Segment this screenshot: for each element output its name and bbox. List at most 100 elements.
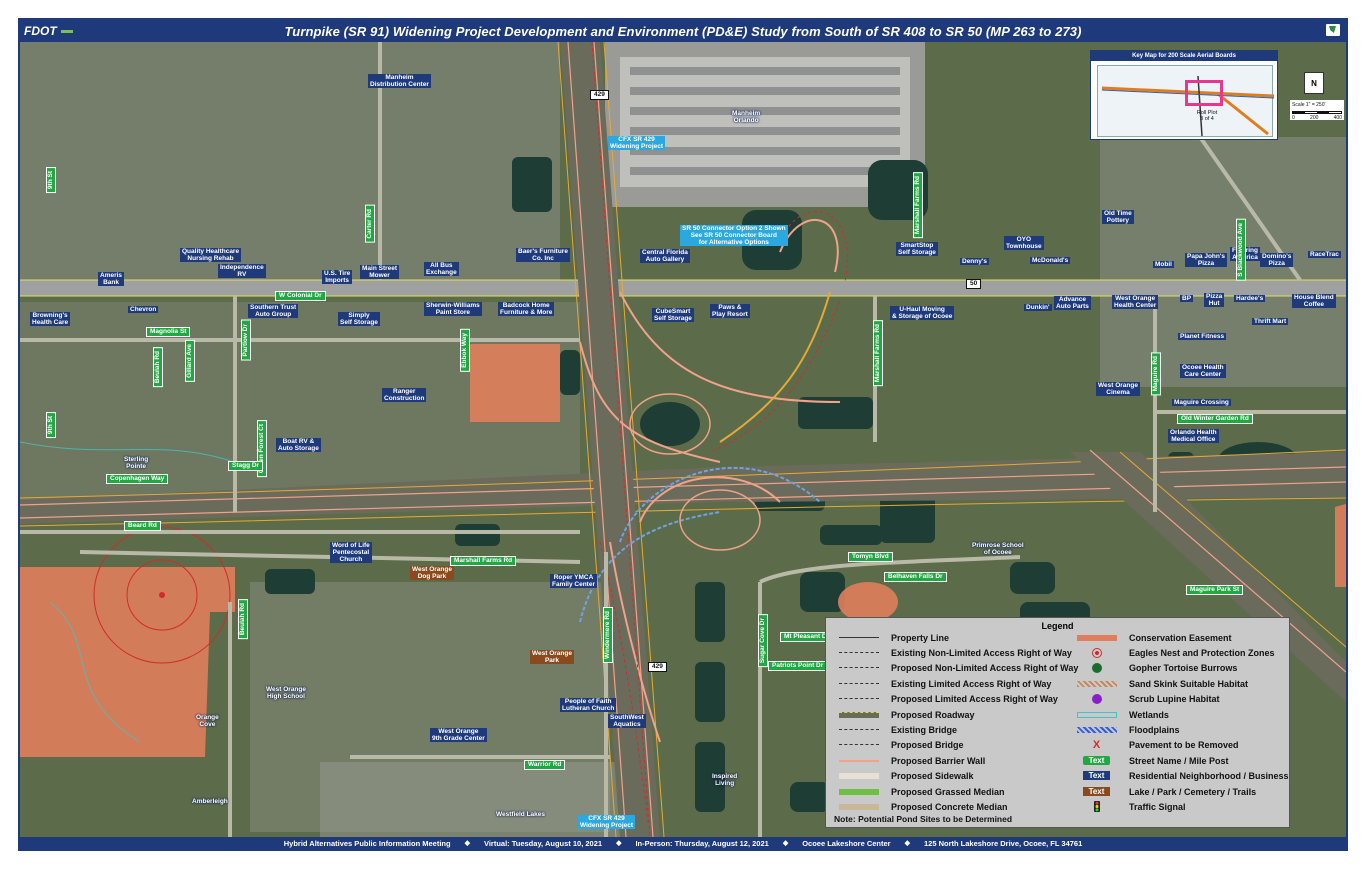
footer-venue: Ocoee Lakeshore Center <box>802 838 891 848</box>
business-label: Domino's Pizza <box>1260 253 1294 267</box>
lake-park-icon: Text <box>1074 786 1119 797</box>
business-label: SouthWest Aquatics <box>608 714 646 728</box>
legend-label: Existing Limited Access Right of Way <box>891 678 1052 689</box>
legend-item: Proposed Bridge <box>836 739 964 750</box>
north-arrow-icon: N <box>1304 72 1324 94</box>
legend-item: Existing Bridge <box>836 724 957 735</box>
legend-item: Scrub Lupine Habitat <box>1074 693 1220 704</box>
scale-tick: 400 <box>1333 115 1342 121</box>
legend-item: Proposed Barrier Wall <box>836 755 985 766</box>
business-label: West Orange High School <box>266 686 306 700</box>
street-name-icon: Text <box>1074 755 1119 766</box>
business-label: Planet Fitness <box>1178 333 1227 340</box>
business-label: Primrose School of Ocoee <box>972 542 1024 556</box>
business-label: Amberleigh <box>192 798 228 805</box>
business-label: Chevron <box>128 306 159 313</box>
proposed-bridge-icon <box>836 739 881 750</box>
floodplains-icon <box>1074 724 1119 735</box>
business-label: Denny's <box>960 258 990 265</box>
legend-item: Proposed Non-Limited Access Right of Way <box>836 662 1078 673</box>
legend-label: Existing Bridge <box>891 724 958 735</box>
roll-plot-text: Roll Plot <box>1196 110 1218 116</box>
business-label: House Blend Coffee <box>1292 294 1336 308</box>
shield-sr50: 50 <box>966 279 982 289</box>
key-map: Key Map for 200 Scale Aerial Boards Roll… <box>1090 50 1278 140</box>
business-label: U.S. Tire Imports <box>322 270 353 284</box>
fdot-logo-text: FDOT <box>24 24 57 38</box>
legend-item: Property Line <box>836 632 949 643</box>
fdot-logo-bar-icon <box>60 29 73 33</box>
business-label: Roper YMCA Family Center <box>550 574 597 588</box>
proposed-roadway-icon <box>836 709 881 720</box>
business-label: Word of Life Pentecostal Church <box>330 542 372 563</box>
legend-label: Proposed Non-Limited Access Right of Way <box>891 662 1079 673</box>
gopher-tortoise-icon <box>1074 662 1119 673</box>
legend-label: Proposed Roadway <box>891 709 975 720</box>
legend-item: Conservation Easement <box>1074 632 1232 643</box>
scale-label: Scale 1" = 250' <box>1292 102 1326 108</box>
scale-ticks: 0 200 400 <box>1292 115 1342 121</box>
scale-bar: Scale 1" = 250' 0 200 400 <box>1290 100 1344 121</box>
legend-label: Proposed Sidewalk <box>891 770 974 781</box>
business-label: Quality Healthcare Nursing Rehab <box>180 248 242 262</box>
street-windermere: Windermere Rd <box>603 607 613 663</box>
business-label: Ocoee Health Care Center <box>1180 364 1226 378</box>
business-label: Orange Cove <box>196 714 219 728</box>
business-label: All Bus Exchange <box>424 262 459 276</box>
legend-item: Traffic Signal <box>1074 801 1186 812</box>
traffic-signal-icon <box>1074 801 1119 812</box>
street-ebbok: Ebbok Way <box>460 329 470 372</box>
business-label: Hardee's <box>1234 295 1266 302</box>
fdot-logo: FDOT <box>24 22 73 40</box>
business-label: Thrift Mart <box>1252 318 1289 325</box>
park-label: West Orange Park <box>530 650 574 664</box>
cfx-sr429-bottom-label: CFX SR 429 Widening Project <box>578 815 636 829</box>
aerial-map[interactable]: CFX SR 429 Widening Project SR 50 Connec… <box>20 42 1346 837</box>
street-sugar-cove: Sugar Cove Dr <box>758 614 768 668</box>
business-label: RaceTrac <box>1308 251 1341 258</box>
business-label: CubeSmart Self Storage <box>652 308 694 322</box>
header-bar: Turnpike (SR 91) Widening Project Develo… <box>20 20 1346 42</box>
business-label: Badcock Home Furniture & More <box>498 302 555 316</box>
business-label: People of Faith Lutheran Church <box>560 698 617 712</box>
street-partlow: Partlow Dr <box>241 320 251 361</box>
business-label: Ameris Bank <box>98 272 125 286</box>
legend-label: Existing Non-Limited Access Right of Way <box>891 647 1072 658</box>
shield-sr429-south: 429 <box>648 662 667 672</box>
business-label: Sterling Pointe <box>124 456 149 470</box>
diamond-icon: ◆ <box>616 840 622 847</box>
map-graphics <box>20 42 1346 837</box>
business-label: Southern Trust Auto Group <box>248 304 299 318</box>
business-label: Dunkin' <box>1024 304 1052 311</box>
street-w-colonial: W Colonial Dr <box>275 291 326 301</box>
grassed-median-icon <box>836 786 881 797</box>
sr50-connector-label: SR 50 Connector Option 2 Shown See SR 50… <box>680 225 788 246</box>
scale-bar-graphic <box>1292 111 1342 114</box>
shield-sr429-north: 429 <box>590 90 609 100</box>
sand-skink-icon <box>1074 678 1119 689</box>
page-title: Turnpike (SR 91) Widening Project Develo… <box>284 23 1082 39</box>
legend-item: Sand Skink Suitable Habitat <box>1074 678 1248 689</box>
legend-item: Proposed Sidewalk <box>836 770 974 781</box>
legend-item: Existing Non-Limited Access Right of Way <box>836 647 1072 658</box>
legend-label: Lake / Park / Cemetery / Trails <box>1129 786 1257 797</box>
legend-label: Scrub Lupine Habitat <box>1129 693 1220 704</box>
business-label: West Orange Cinema <box>1096 382 1140 396</box>
business-label: Inspired Living <box>712 773 738 787</box>
florida-turnpike-icon <box>1326 24 1340 36</box>
scrub-lupine-icon <box>1074 693 1119 704</box>
business-label: SmartStop Self Storage <box>896 242 938 256</box>
street-maguire-park: Maguire Park St <box>1186 585 1244 595</box>
footer-virtual: Virtual: Tuesday, August 10, 2021 <box>483 838 603 848</box>
legend-label: Proposed Limited Access Right of Way <box>891 693 1058 704</box>
business-label: Pizza Hut <box>1204 293 1225 307</box>
business-label: Westfield Lakes <box>496 811 546 818</box>
business-label: Manheim Distribution Center <box>368 74 431 88</box>
proposed-la-row-icon <box>836 693 881 704</box>
property-line-icon <box>836 632 881 643</box>
street-warrior: Warrior Rd <box>524 760 566 770</box>
